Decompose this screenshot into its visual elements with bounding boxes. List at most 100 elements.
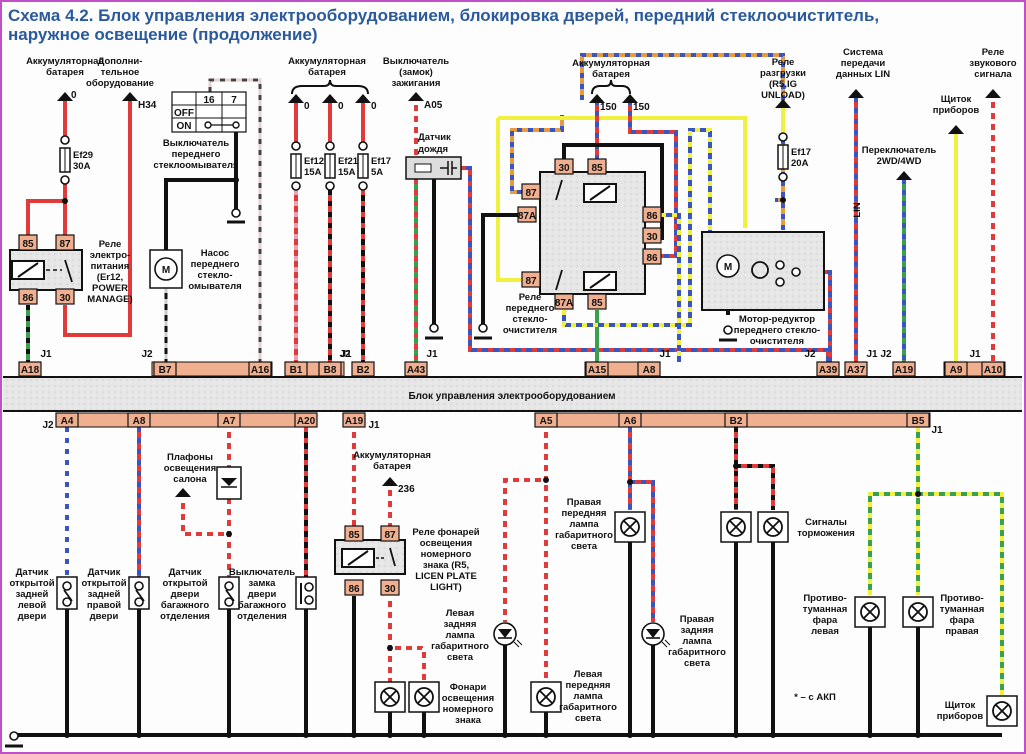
lin-label: данных LIN	[836, 69, 890, 80]
wire-id: 0	[371, 101, 377, 112]
ecu-pin-label: B1	[290, 365, 303, 376]
coil-diagonal	[17, 262, 39, 278]
battery-label: батарея	[373, 461, 411, 472]
ecu-pin	[404, 361, 428, 377]
rear-right-marker-label: Правая	[680, 614, 714, 625]
brace	[291, 79, 369, 95]
terminal-ring	[304, 595, 314, 605]
horn-relay-label: сигнала	[974, 69, 1012, 80]
terminal-ring	[62, 581, 72, 591]
relay-contact	[555, 269, 563, 291]
fog-right-label: туманная	[940, 604, 985, 615]
ecu-pin	[906, 412, 930, 428]
lamp-cross	[729, 520, 743, 534]
wire-motor-a39-stripe	[800, 270, 832, 362]
wire-id: A05	[424, 100, 443, 111]
wire-a16-stripe	[208, 78, 262, 362]
door-sensor-rear-right-label: двери	[90, 611, 119, 622]
terminal-ring	[9, 731, 19, 741]
terminal-ring	[723, 325, 733, 335]
diode-triangle	[646, 629, 660, 638]
fog-right-label: фара	[950, 615, 975, 626]
wire-relay-87-stripe	[510, 115, 564, 194]
arrow-up-icon	[775, 99, 791, 108]
rear-left-marker-label: лампа	[445, 630, 475, 641]
ecu-pin-label: B7	[159, 365, 172, 376]
relay-pin-label: 87	[59, 239, 71, 250]
wire-id: 0	[338, 101, 344, 112]
trunk-lock-switch-label: багажного	[238, 600, 286, 611]
terminal-ring	[231, 208, 241, 218]
unload-relay-label: (R5,IG	[769, 79, 797, 90]
terminal-ring	[304, 582, 314, 592]
brake-lights-label: торможения	[797, 528, 855, 539]
ecu-pin-label: A10	[984, 365, 1003, 376]
ecu-pin	[342, 412, 366, 428]
switch-contact	[232, 121, 240, 129]
trunk-sensor-label: двери	[171, 589, 200, 600]
washer-pump-label: переднего	[191, 259, 240, 270]
washer-pump-label: омывателя	[188, 281, 241, 292]
wire-brake-2	[736, 464, 775, 510]
connector-jack-label: J2	[880, 349, 892, 360]
extra-equipment-label: тельное	[101, 67, 140, 78]
plate-relay-label: освещения	[420, 538, 472, 549]
terminal-ring	[62, 597, 72, 607]
rain-sensor-label: Датчик	[418, 132, 451, 143]
battery-label: Аккумуляторная	[353, 450, 431, 461]
washer-pump-label: Насос	[201, 248, 229, 259]
fuse-name: Ef29	[73, 150, 93, 161]
ecu-pin	[217, 412, 241, 428]
front-right-marker-label: габаритного	[555, 530, 613, 541]
relay-pin	[380, 525, 400, 542]
cluster-lamp-label: Щиток	[945, 700, 976, 711]
door-sensor-rear-right-label: Датчик	[88, 567, 121, 578]
plate-relay-label: знака (R5,	[423, 560, 469, 571]
relay-pin	[587, 293, 607, 310]
washer-switch-label: стеклоомывателя	[153, 160, 238, 171]
fuse-name: Ef17	[791, 147, 811, 158]
wire-relay-86-stripe	[628, 100, 678, 258]
washer-pump-motor-icon	[154, 257, 178, 281]
fuse-name: Ef12	[304, 156, 324, 167]
wire-relay-85	[26, 199, 65, 240]
door-sensor-rear-left-label: открытой	[9, 578, 54, 589]
lin-tag: LIN	[852, 202, 863, 217]
connector-jack-label: J1	[969, 349, 981, 360]
cluster-label: Щиток	[941, 94, 972, 105]
title-line-1: Схема 4.2. Блок управления электрооборуд…	[8, 6, 880, 25]
washer-switch-label: Выключатель	[163, 138, 229, 149]
trunk-lock-switch-label: отделения	[237, 611, 287, 622]
fuse-rating: 15A	[338, 167, 356, 178]
table-col: 16	[203, 95, 215, 106]
relay-pin	[642, 227, 662, 244]
relay-pin-label: 86	[646, 253, 658, 264]
relay-pin-label: 87	[525, 188, 537, 199]
ecu-pin-label: A6	[624, 416, 637, 427]
plate-lamps-label: освещения	[442, 693, 494, 704]
lamp-cross	[766, 520, 780, 534]
trunk-sensor-label: Датчик	[169, 567, 202, 578]
ecu-pin-label: A43	[407, 365, 426, 376]
unload-relay-label: разгрузки	[760, 68, 806, 79]
terminal-ring	[358, 181, 368, 191]
wire-relay-87a-stripe	[562, 128, 712, 327]
courtesy-lamps-label: салона	[173, 474, 207, 485]
arrow-up-icon	[122, 92, 138, 101]
trunk-lock-switch-label: замка	[249, 578, 277, 589]
relay-pin	[55, 288, 75, 305]
lamp-cross	[911, 605, 925, 619]
plate-relay-label: номерного	[421, 549, 472, 560]
relay-pin-label: 86	[646, 211, 658, 222]
ecu-pin-label: A5	[540, 416, 553, 427]
ecu-pin	[944, 361, 968, 377]
terminal-ring	[224, 597, 234, 607]
door-sensor-rear-right-label: правой	[87, 600, 121, 611]
note-akp: * – с АКП	[794, 692, 836, 703]
wire-courtesy	[181, 498, 229, 536]
ecu-pin	[18, 361, 42, 377]
front-left-marker-label: света	[575, 713, 602, 724]
coil-diagonal	[589, 185, 611, 201]
front-right-marker-label: передняя	[562, 508, 607, 519]
